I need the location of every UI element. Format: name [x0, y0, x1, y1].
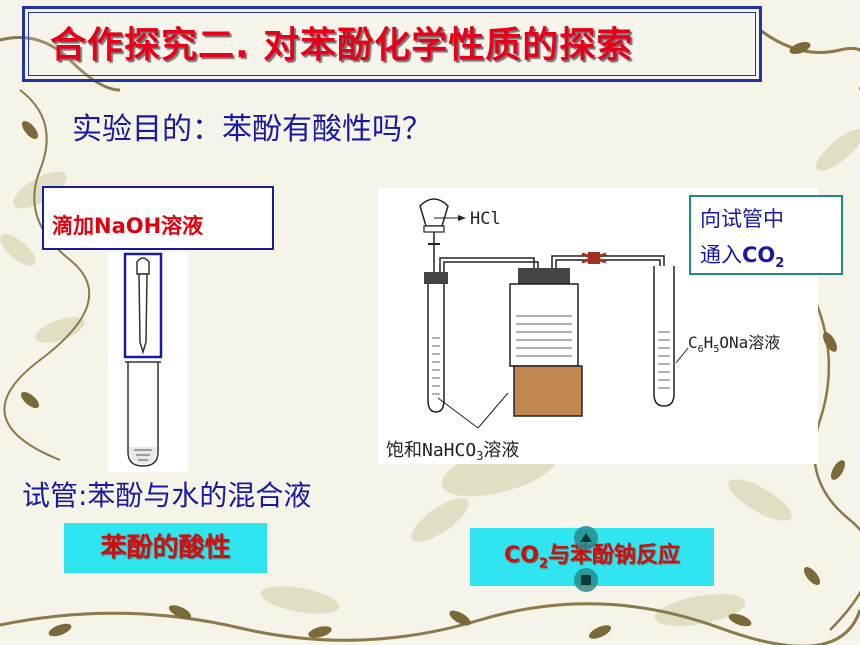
co2-note-box: [689, 195, 843, 275]
co2-note-line2: 通入CO2: [700, 243, 785, 272]
dropper-tube: [138, 273, 148, 355]
naoh-label-box: [42, 186, 274, 250]
co2-note-line1: 向试管中: [700, 207, 784, 231]
receiving-test-tube: [653, 266, 675, 407]
dropper-and-test-tube-diagram: [123, 252, 163, 467]
dropper-bulb: [136, 257, 150, 275]
wash-bottle: [509, 283, 579, 367]
generating-test-tube: [427, 284, 445, 413]
experiment-purpose: 实验目的：苯酚有酸性吗？: [72, 112, 432, 147]
media-control-icon-lower[interactable]: [572, 566, 600, 594]
co2-apparatus-diagram: HCl C6H5ONa溶液 饱和NaHCO3溶液: [386, 198, 780, 463]
rubber-stopper-bottle: [518, 268, 570, 284]
page-title: 合作探究二. 对苯酚化学性质的探索: [50, 25, 634, 66]
phenoxide-label: C6H5ONa溶液: [688, 333, 780, 355]
media-control-icon[interactable]: [572, 524, 600, 552]
wooden-block: [513, 365, 583, 417]
dropper-highlight-frame: [123, 252, 163, 359]
hcl-label: HCl: [470, 209, 501, 229]
separatory-funnel: [419, 198, 449, 227]
bicarbonate-label: 饱和NaHCO3溶液: [386, 440, 519, 463]
naoh-label: 滴加NaOH溶液: [52, 214, 204, 238]
phenol-acidity-button[interactable]: 苯酚的酸性: [64, 523, 267, 573]
title-frame: [22, 6, 762, 82]
test-tube-caption: 试管:苯酚与水的混合液: [22, 479, 312, 512]
test-tube: [127, 362, 159, 467]
rubber-stopper-left: [424, 272, 448, 284]
